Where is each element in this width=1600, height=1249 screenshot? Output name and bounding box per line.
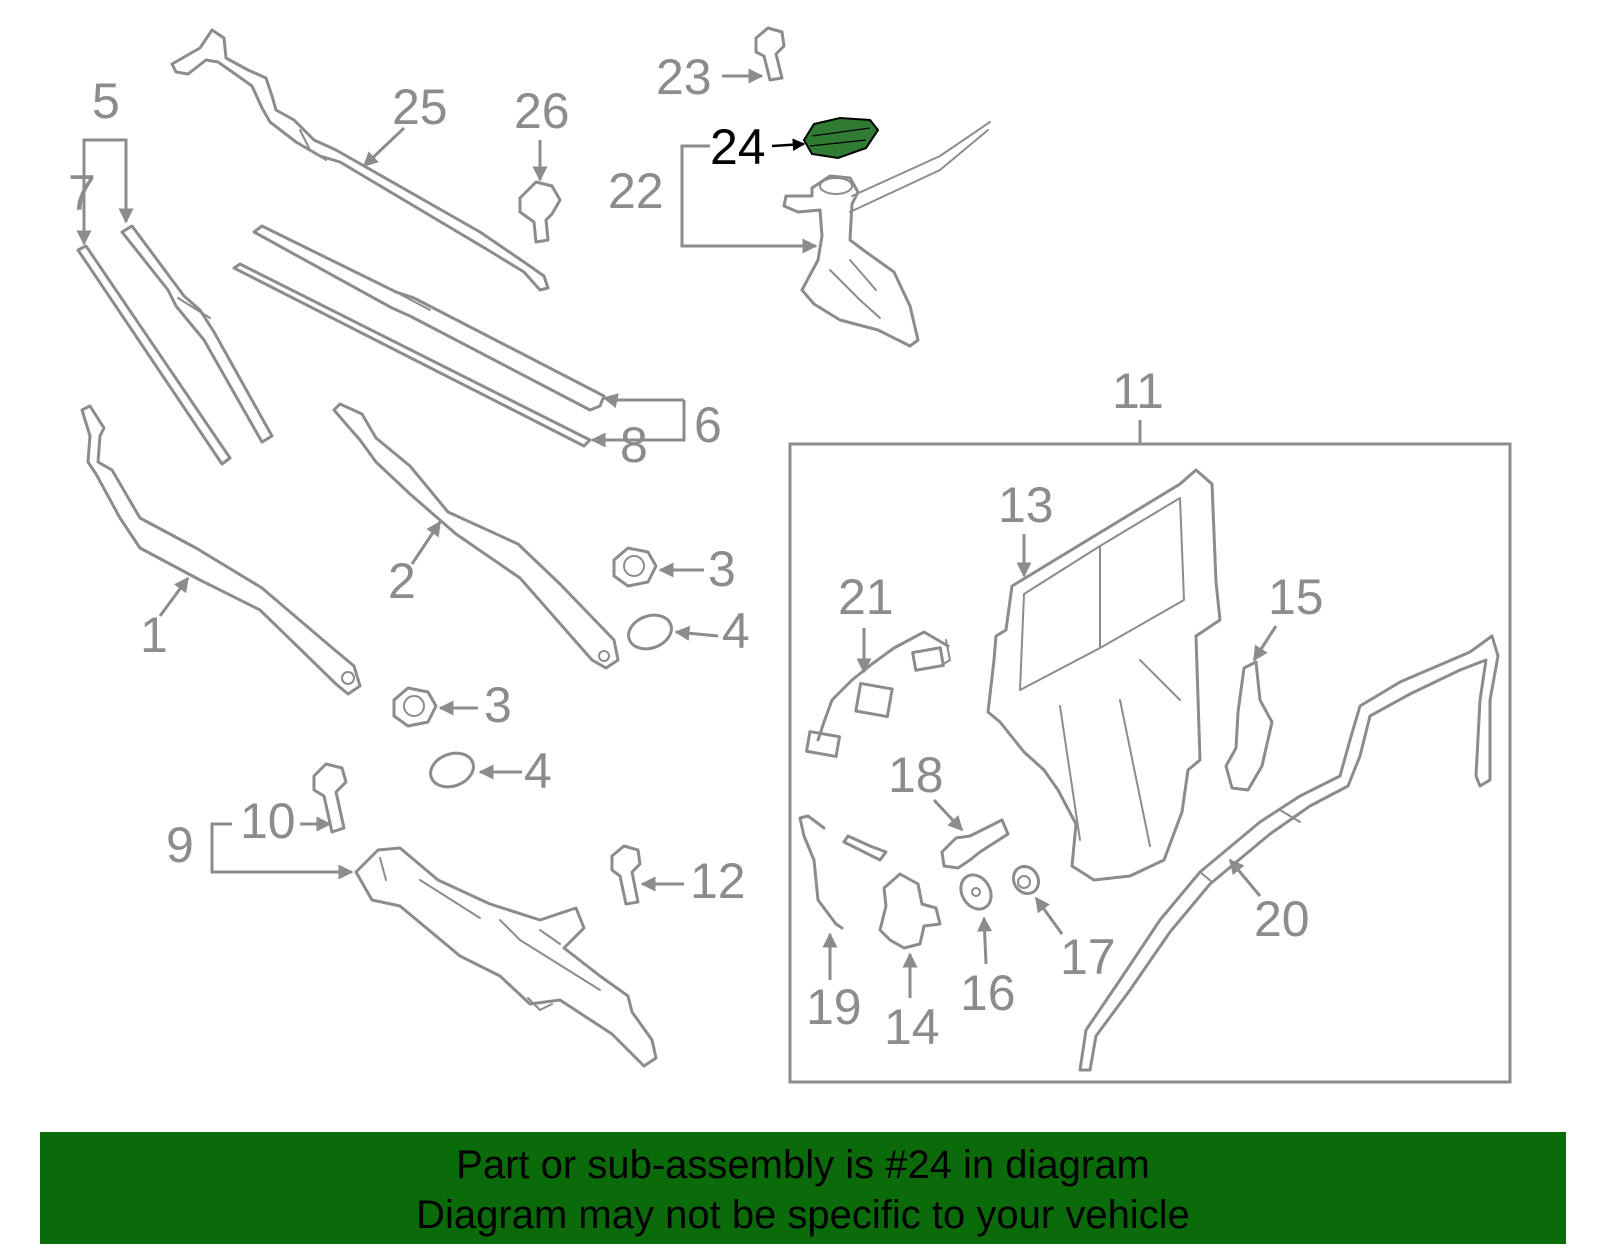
label-21: 21 [838,569,894,625]
bolt-part-23 [754,26,786,82]
wiper-arm-part-1 [80,404,362,696]
wiper-blade-assembly-part-5 [120,224,274,444]
label-9: 9 [166,817,194,873]
washer-nozzle-part-26 [518,180,562,244]
filler-neck-part-22 [782,121,991,348]
label-5: 5 [92,73,120,129]
washer-part-4-upper [627,613,673,651]
label-12: 12 [690,853,746,909]
label-4-lower: 4 [524,743,552,799]
label-25: 25 [392,79,448,135]
label-6: 6 [694,397,722,453]
label-10: 10 [240,793,296,849]
label-11: 11 [1112,363,1164,419]
wiper-blade-insert-part-8 [232,262,592,448]
level-sensor-part-15 [1224,660,1274,792]
label-3-upper: 3 [708,541,736,597]
banner-line-2: Diagram may not be specific to your vehi… [416,1193,1190,1237]
wiper-linkage-part-9 [354,846,658,1068]
wiring-harness-part-21 [804,630,951,758]
label-7: 7 [68,165,96,221]
label-2: 2 [388,553,416,609]
label-22: 22 [608,163,664,219]
washer-pump-part-14 [878,872,942,950]
wiper-blade-part-6 [252,224,606,412]
nut-part-3-lower [392,686,438,728]
label-1: 1 [140,607,168,663]
washer-hose-part-20 [1078,634,1500,1072]
label-8: 8 [620,417,648,473]
label-24: 24 [710,119,766,175]
seal-part-16 [959,873,993,911]
label-4-upper: 4 [722,603,750,659]
notice-banner: Part or sub-assembly is #24 in diagram D… [40,1132,1566,1244]
grommet-part-17 [1011,864,1041,896]
connector-part-18 [940,818,1010,870]
bolt-part-10 [312,762,348,834]
bolt-part-12 [610,844,642,906]
hose-part-19 [798,814,888,930]
label-17: 17 [1060,929,1116,985]
washer-reservoir-part-13 [986,468,1222,882]
label-14: 14 [884,999,940,1055]
leader-lines [76,68,1278,998]
reservoir-assembly-box-part-11 [788,442,1512,1084]
leader-24 [771,138,806,151]
wiper-blade-part-7 [76,244,232,466]
label-26: 26 [514,83,570,139]
label-19: 19 [806,979,862,1035]
label-23: 23 [656,49,712,105]
nut-part-3-upper [612,546,658,588]
filler-cap-part-24 [802,116,880,160]
label-3-lower: 3 [484,677,512,733]
washer-hose-part-25 [170,28,550,292]
banner-line-1: Part or sub-assembly is #24 in diagram [456,1143,1150,1187]
label-13: 13 [998,477,1054,533]
callout-labels: 5 7 25 26 23 24 22 6 8 11 13 2 3 21 15 1… [68,49,1324,1055]
label-15: 15 [1268,569,1324,625]
label-16: 16 [960,965,1016,1021]
label-20: 20 [1254,891,1310,947]
washer-part-4-lower [429,751,475,789]
wiper-arm-part-2 [332,402,620,670]
label-18: 18 [888,747,944,803]
